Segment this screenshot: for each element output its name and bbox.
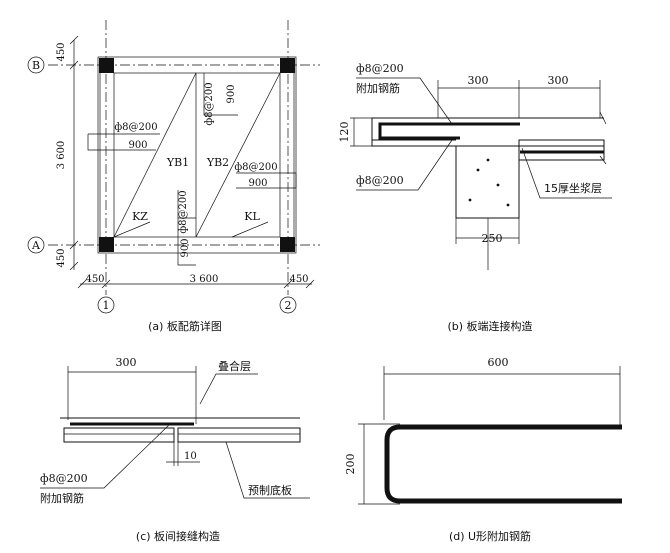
caption-c: (c) 板间接缝构造 — [136, 529, 220, 543]
dim-tick — [305, 279, 315, 289]
dim-tick — [69, 261, 79, 271]
column-kz — [99, 58, 114, 73]
rebar-left-spec: ф8@200 — [114, 122, 157, 133]
precast-slab-right — [177, 427, 301, 443]
mortar-leader — [521, 147, 612, 199]
rebar-bottom-leader — [177, 190, 196, 266]
overlay-leader — [199, 373, 258, 405]
dim-h-3600: 3 600 — [190, 274, 219, 285]
dim-tick — [77, 279, 87, 289]
label-kl: KL — [244, 210, 260, 223]
dim-b-300-right: 300 — [548, 74, 569, 87]
dim-bot-450: 450 — [56, 248, 67, 267]
dim-h-450-right: 450 — [289, 274, 308, 285]
rebar-b-bottom-leader — [356, 139, 453, 191]
precast-slab-left — [63, 427, 175, 443]
precast-slab — [518, 139, 605, 161]
dim-h-450-left: 450 — [85, 274, 104, 285]
slab-outline — [371, 117, 604, 147]
dim-c-300: 300 — [116, 356, 137, 369]
axis-bubble-2 — [279, 296, 297, 314]
dim-b-250: 250 — [482, 232, 503, 245]
rebar-b-top-leader — [356, 77, 453, 125]
panel-b-end-connection: 300 300 120 250 ф8@200 附加钢筋 ф8@200 — [338, 62, 612, 333]
beam-inner — [113, 72, 281, 238]
kl-leader — [231, 221, 269, 238]
break-mark — [599, 155, 607, 165]
dim-top-450: 450 — [56, 42, 67, 61]
dim-tick — [69, 240, 79, 250]
dim-b-300-left: 300 — [468, 74, 489, 87]
dim-c-10: 10 — [184, 451, 197, 462]
slab-yb1-diagonal — [113, 72, 197, 238]
caption-a: (a) 板配筋详图 — [148, 319, 222, 333]
u-shaped-rebar — [384, 424, 622, 504]
dim-tick — [69, 35, 79, 45]
rebar-right-spec: ф8@200 — [234, 162, 277, 173]
overlay-label: 叠合层 — [218, 359, 251, 373]
column-kz — [99, 237, 114, 252]
caption-d: (d) U形附加钢筋 — [449, 529, 531, 543]
rebar-hook — [378, 122, 520, 140]
column-kz — [280, 237, 295, 252]
rebar-b-top-note: 附加钢筋 — [356, 81, 400, 95]
panel-c-joint: 300 叠合层 10 ф8@200 附加钢筋 预制底板 (c) 板间接缝构造 — [40, 356, 310, 543]
dim-mid-3600: 3 600 — [56, 141, 67, 170]
dim-d-200: 200 — [344, 454, 357, 475]
slab-label-yb2: YB2 — [206, 156, 229, 169]
dim-tick — [283, 279, 293, 289]
rebar-right-length: 900 — [248, 178, 267, 189]
kz-leader — [113, 221, 151, 238]
rebar-c-spec: ф8@200 — [40, 472, 88, 485]
rebar-top-spec: ф8@200 — [204, 82, 215, 125]
precast-label: 预制底板 — [248, 483, 292, 497]
axis-label-2: 2 — [285, 299, 292, 312]
beam-section — [455, 145, 520, 219]
beam-outer — [97, 56, 297, 254]
axis-bubble-a — [27, 236, 45, 254]
axis-label-b: B — [32, 59, 40, 72]
slab-yb2-diagonal — [195, 72, 281, 238]
axis-bubble-1 — [97, 296, 115, 314]
rebar-c-note: 附加钢筋 — [40, 491, 84, 505]
rebar-left-length: 900 — [128, 140, 147, 151]
precast-leader — [225, 441, 310, 499]
rebar-b-bottom-spec: ф8@200 — [356, 174, 404, 187]
panel-d-u-rebar: 600 200 (d) U形附加钢筋 — [344, 356, 622, 543]
rebar-left-leader — [87, 134, 156, 151]
rebar-right-leader — [236, 172, 297, 189]
rebar-c-leader — [40, 423, 171, 489]
axis-label-1: 1 — [103, 299, 110, 312]
mortar-note: 15厚坐浆层 — [544, 181, 602, 195]
dim-tick — [101, 279, 111, 289]
dim-b-120: 120 — [338, 122, 351, 143]
rebar-top-length: 900 — [226, 84, 237, 103]
rebar-b-top-spec: ф8@200 — [356, 62, 404, 75]
dim-d-600: 600 — [488, 356, 509, 369]
caption-b: (b) 板端连接构造 — [447, 319, 532, 333]
axis-bubble-b — [27, 56, 45, 74]
rebar-bottom-spec: ф8@200 — [178, 190, 189, 233]
break-mark — [599, 111, 607, 125]
panel-a-plan: B A 1 2 450 3 600 450 450 3 600 450 ф8@2… — [27, 20, 320, 333]
column-kz — [280, 58, 295, 73]
dim-tick — [69, 60, 79, 70]
axis-label-a: A — [31, 239, 41, 252]
rebar-bottom-length: 900 — [180, 238, 191, 257]
rebar-top-leader — [203, 73, 238, 116]
label-kz: KZ — [132, 210, 148, 223]
slab-label-yb1: YB1 — [166, 156, 189, 169]
